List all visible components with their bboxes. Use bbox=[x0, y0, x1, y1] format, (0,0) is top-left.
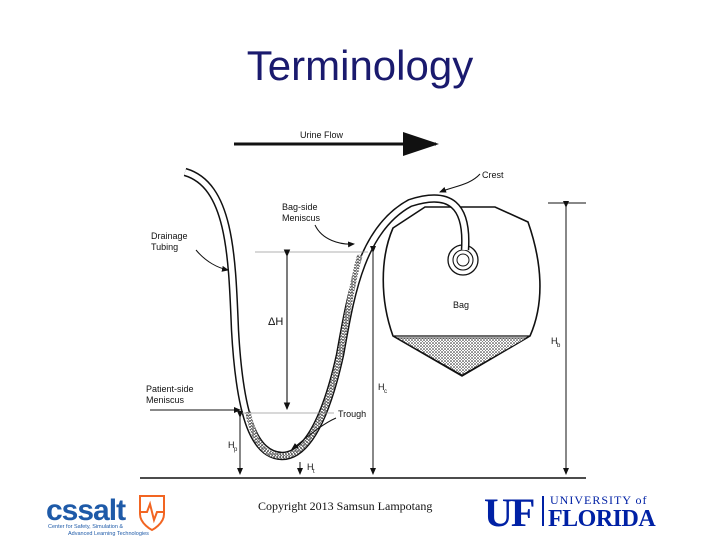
crest-label: Crest bbox=[482, 170, 504, 180]
ht-label: H bbox=[307, 462, 314, 472]
copyright-text: Copyright 2013 Samsun Lampotang bbox=[258, 499, 433, 513]
trough-pointer bbox=[291, 417, 337, 450]
drainage-pointer bbox=[195, 249, 229, 272]
cssalt-subtitle-2: Advanced Learning Technologies bbox=[68, 531, 149, 537]
hp-sub: p bbox=[234, 447, 238, 453]
drainage-label-1: Drainage bbox=[151, 231, 188, 241]
bag-side-label-2: Meniscus bbox=[282, 213, 321, 223]
cssalt-subtitle-1: Center for Safety, Simulation & bbox=[48, 524, 123, 530]
bag-label: Bag bbox=[453, 300, 469, 310]
crest-pointer bbox=[439, 173, 481, 193]
patient-side-label-1: Patient-side bbox=[146, 384, 194, 394]
bag-fluid bbox=[395, 337, 529, 376]
uf-university-text: UNIVERSITY of bbox=[550, 493, 648, 507]
slide-title: Terminology bbox=[246, 42, 474, 89]
hc-label: H bbox=[378, 382, 385, 392]
hp-label: H bbox=[228, 440, 235, 450]
cssalt-logo: cssalt Center for Safety, Simulation & A… bbox=[46, 494, 165, 537]
ht-sub: t bbox=[313, 469, 315, 475]
uf-monogram: UF bbox=[484, 490, 534, 532]
uf-logo: UF UNIVERSITY of FLORIDA bbox=[484, 490, 657, 532]
delta-h-label: ΔH bbox=[268, 316, 283, 328]
trough-label: Trough bbox=[338, 409, 366, 419]
bag-side-label-1: Bag-side bbox=[282, 202, 318, 212]
hb-label: H bbox=[551, 336, 558, 346]
drainage-label-2: Tubing bbox=[151, 242, 178, 252]
urine-flow-label: Urine Flow bbox=[300, 130, 344, 140]
patient-side-label-2: Meniscus bbox=[146, 395, 185, 405]
hc-sub: c bbox=[384, 389, 387, 395]
heartbeat-icon bbox=[139, 495, 165, 532]
cssalt-logo-text: cssalt bbox=[46, 494, 126, 527]
urine-bag bbox=[382, 206, 541, 377]
hb-sub: b bbox=[557, 343, 561, 349]
uf-florida-text: FLORIDA bbox=[548, 506, 656, 532]
bag-side-pointer bbox=[314, 224, 355, 248]
